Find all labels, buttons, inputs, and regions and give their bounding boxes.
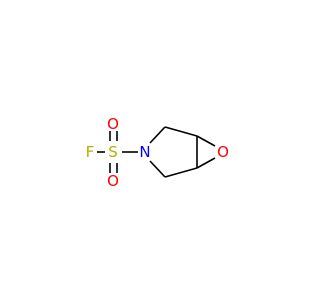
atom-fluorine: F [86, 143, 95, 161]
bond-c-lower-bridge [164, 167, 198, 178]
bond-n-c-upper [149, 126, 166, 144]
bond-n-c-lower [149, 160, 166, 178]
bond-c-upper-o-epoxide [196, 135, 216, 147]
atom-sulfur: S [108, 143, 118, 161]
atom-nitrogen: N [139, 143, 150, 161]
atom-oxygen-epoxide: O [217, 143, 229, 161]
molecule-diagram: F S O O N O [86, 115, 229, 190]
bond-c-lower-o-epoxide [196, 157, 216, 169]
bonds [97, 126, 216, 178]
atom-labels: F S O O N O [86, 115, 229, 190]
atom-oxygen-bottom: O [107, 172, 119, 190]
bond-c-upper-bridge [164, 126, 198, 137]
atom-oxygen-top: O [107, 115, 119, 133]
